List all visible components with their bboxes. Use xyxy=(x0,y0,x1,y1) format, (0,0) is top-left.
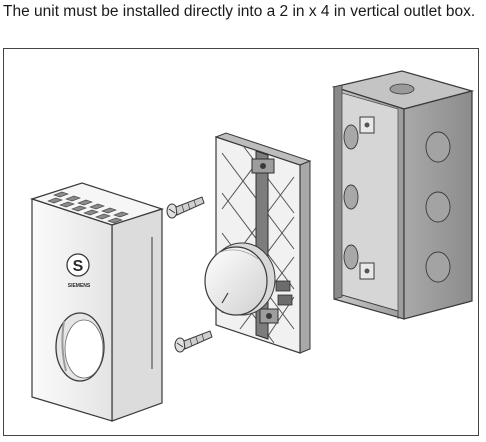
setpoint-dial xyxy=(204,242,276,316)
front-cover: S SIEMENS xyxy=(30,182,164,422)
logo-letter: S xyxy=(73,258,84,275)
logo-text: SIEMENS xyxy=(68,283,91,289)
dial-window xyxy=(55,312,105,382)
upper-screw xyxy=(166,196,205,219)
lower-screw xyxy=(174,330,213,353)
caption-text: The unit must be installed directly into… xyxy=(3,3,476,20)
installation-diagram: S SIEMENS xyxy=(3,48,479,436)
exploded-view-illustration: S SIEMENS xyxy=(30,70,475,422)
mounting-plate xyxy=(204,132,312,354)
brand-logo: S SIEMENS xyxy=(66,253,91,289)
outlet-box xyxy=(331,70,475,320)
